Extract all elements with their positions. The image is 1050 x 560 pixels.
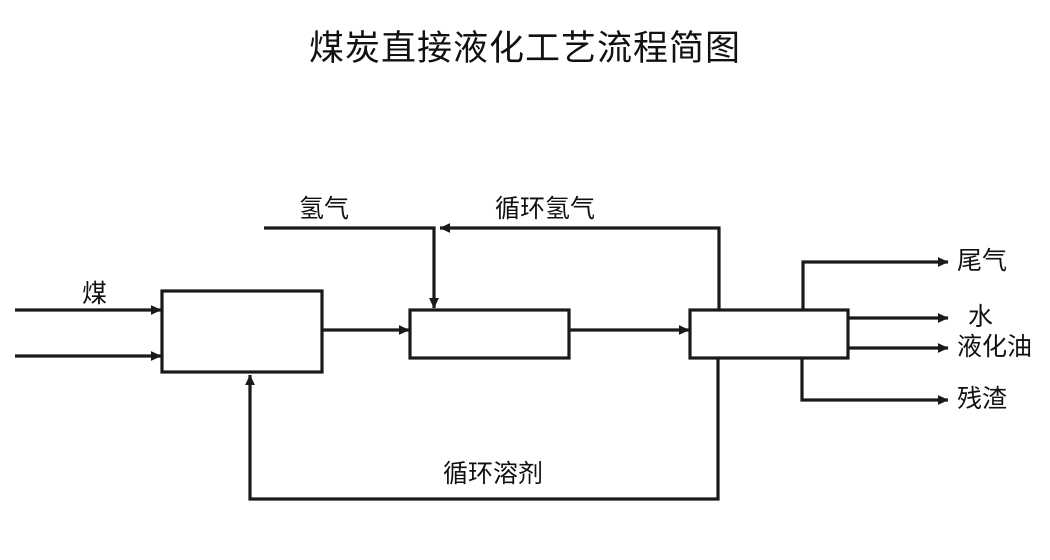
process-box-two[interactable] — [408, 308, 571, 360]
flow-hydrogen-feed — [264, 226, 439, 309]
page-title: 煤炭直接液化工艺流程简图 — [308, 29, 741, 69]
flow-recycle-hydrogen — [439, 223, 721, 310]
label-recycle-hydrogen: 循环氢气 — [495, 194, 596, 223]
label-liquefied-oil: 液化油 — [957, 332, 1033, 361]
flow-recycle-solvent — [245, 358, 720, 501]
label-water: 水 — [968, 302, 994, 331]
process-box-three[interactable] — [688, 308, 850, 360]
label-tail-gas: 尾气 — [957, 246, 1008, 275]
process-box-one[interactable] — [160, 289, 324, 374]
flow-tail-gas — [801, 257, 949, 310]
label-residue: 残渣 — [957, 384, 1008, 413]
label-hydrogen: 氢气 — [299, 194, 350, 223]
flow-residue — [800, 358, 949, 405]
label-coal: 煤 — [82, 279, 108, 308]
label-recycle-solvent: 循环溶剂 — [443, 459, 544, 488]
